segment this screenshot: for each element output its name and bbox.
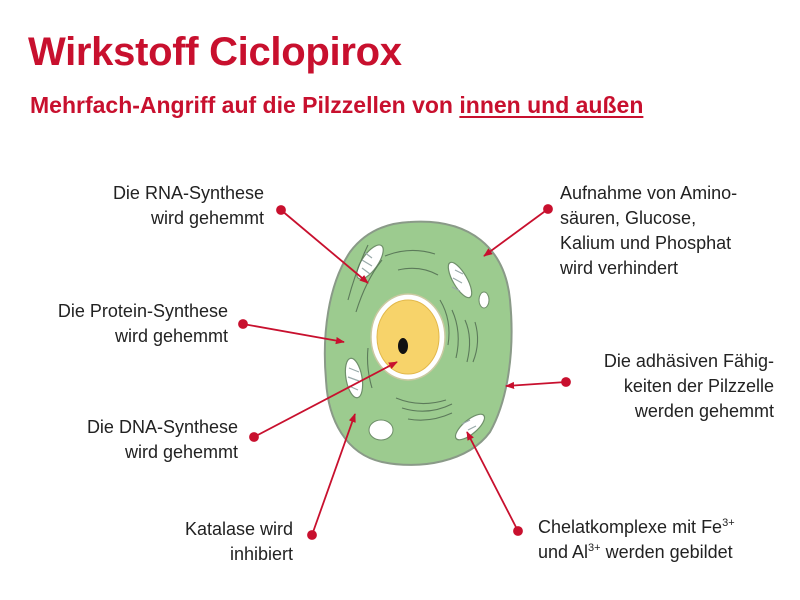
label-chelate-complexes: Chelatkomplexe mit Fe3+ und Al3+ werden … [538, 517, 735, 562]
mitochondria [344, 244, 486, 441]
label-nutrient-uptake: Aufnahme von Amino- säuren, Glucose, Kal… [560, 183, 738, 278]
arrow-dna [253, 361, 398, 438]
page-title: Wirkstoff Ciclopirox [28, 30, 402, 74]
vacuole [478, 291, 490, 309]
arrow-protein [242, 323, 345, 345]
arrow-adhaesion [505, 381, 567, 390]
nucleolus [398, 338, 408, 354]
vacuole [368, 419, 394, 441]
label-protein-synthesis: Die Protein-Synthese wird gehemmt [57, 301, 228, 346]
label-katalase: Katalase wird inhibiert [184, 519, 293, 564]
label-rna-synthesis: Die RNA-Synthese wird gehemmt [112, 183, 264, 228]
label-adhesion: Die adhäsiven Fähig- keiten der Pilzzell… [603, 351, 774, 421]
nucleus [376, 299, 440, 375]
arrow-chelat [466, 431, 519, 532]
arrows [238, 204, 571, 540]
arrow-katalase [311, 413, 356, 536]
subtitle-emphasis: innen und außen [459, 92, 644, 118]
page-subtitle: Mehrfach-Angriff auf die Pilzzellen von … [30, 92, 643, 119]
label-dna-synthesis: Die DNA-Synthese wird gehemmt [86, 417, 238, 462]
arrow-aufnahme [483, 208, 549, 257]
arrow-rna [280, 209, 369, 284]
subtitle-text: Mehrfach-Angriff auf die Pilzzellen von [30, 92, 460, 118]
